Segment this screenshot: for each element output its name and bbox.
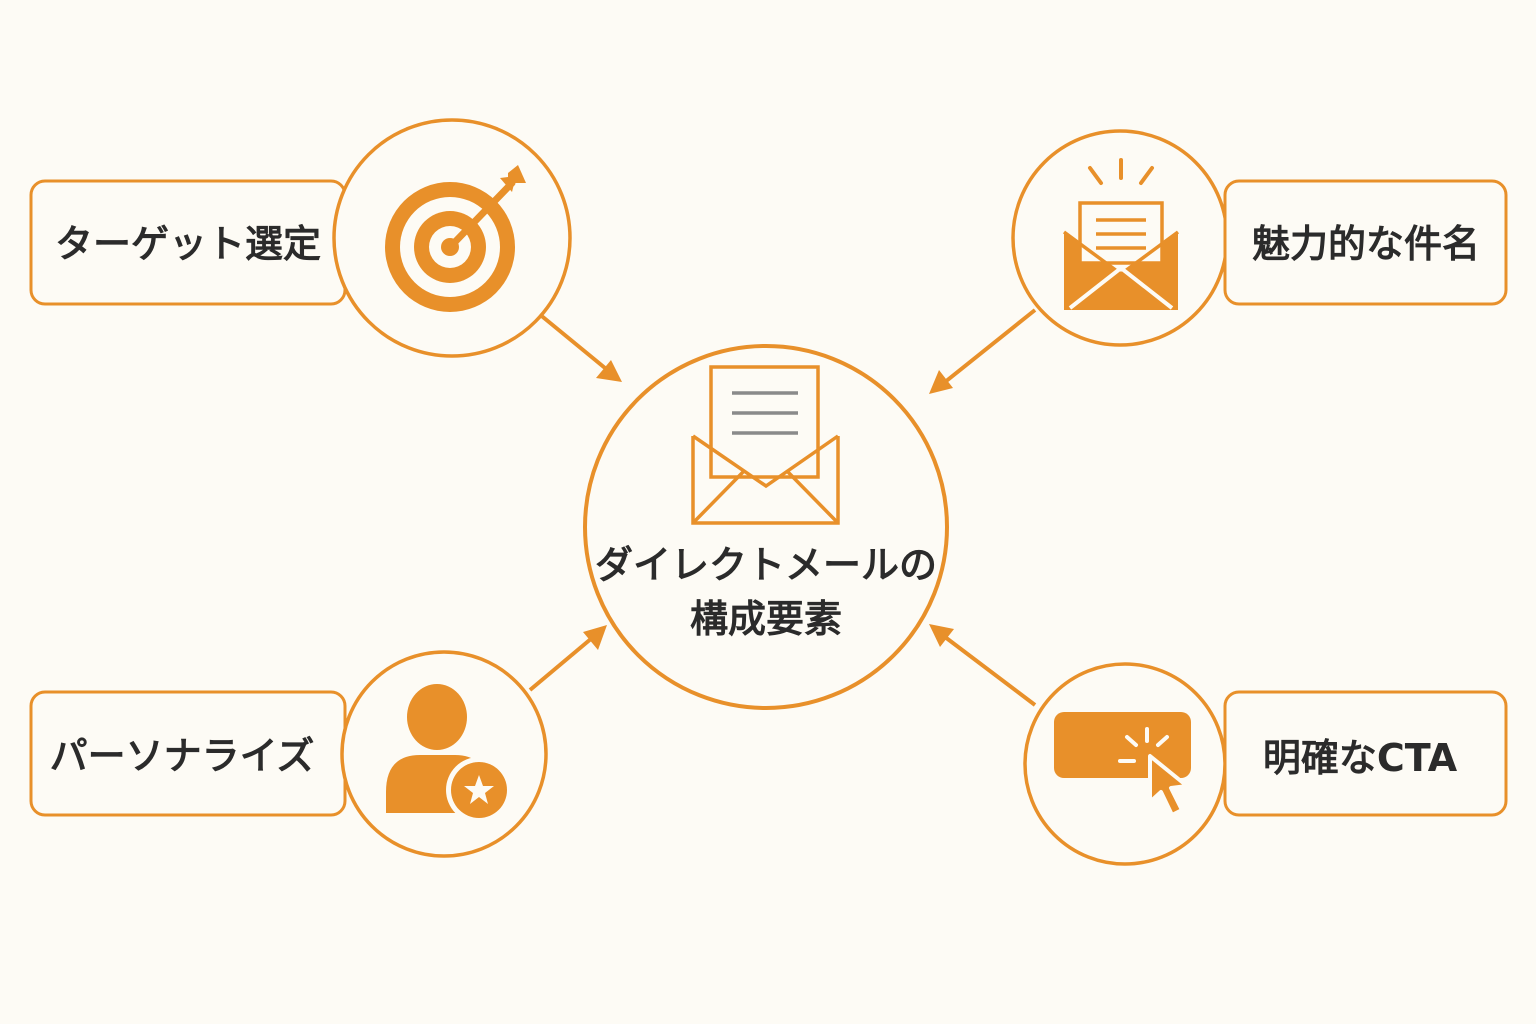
user-star-icon	[386, 684, 512, 823]
center-title-line2: 構成要素	[690, 597, 842, 641]
label-target-selection: ターゲット選定	[55, 222, 321, 266]
arrow-personalize-to-center	[528, 625, 607, 692]
node-attractive-subject: 魅力的な件名	[1011, 129, 1508, 347]
label-attractive-subject: 魅力的な件名	[1252, 222, 1480, 266]
center-title-line1: ダイレクトメールの	[595, 543, 937, 587]
envelope-letter-icon	[1062, 158, 1180, 310]
arrow-cta-to-center	[929, 624, 1037, 707]
label-clear-cta: 明確なCTA	[1263, 736, 1458, 780]
label-personalization: パーソナライズ	[50, 734, 315, 778]
button-cursor-icon	[1054, 712, 1191, 817]
arrow-target-to-center	[536, 311, 622, 382]
center-node: ダイレクトメールの 構成要素	[583, 344, 949, 710]
node-target-selection: ターゲット選定	[29, 118, 572, 358]
envelope-letter-icon	[691, 365, 840, 525]
arrow-subject-to-center	[929, 308, 1037, 394]
node-clear-cta: 明確なCTA	[1023, 662, 1508, 866]
target-icon	[385, 165, 526, 312]
node-personalization: パーソナライズ	[29, 650, 548, 858]
